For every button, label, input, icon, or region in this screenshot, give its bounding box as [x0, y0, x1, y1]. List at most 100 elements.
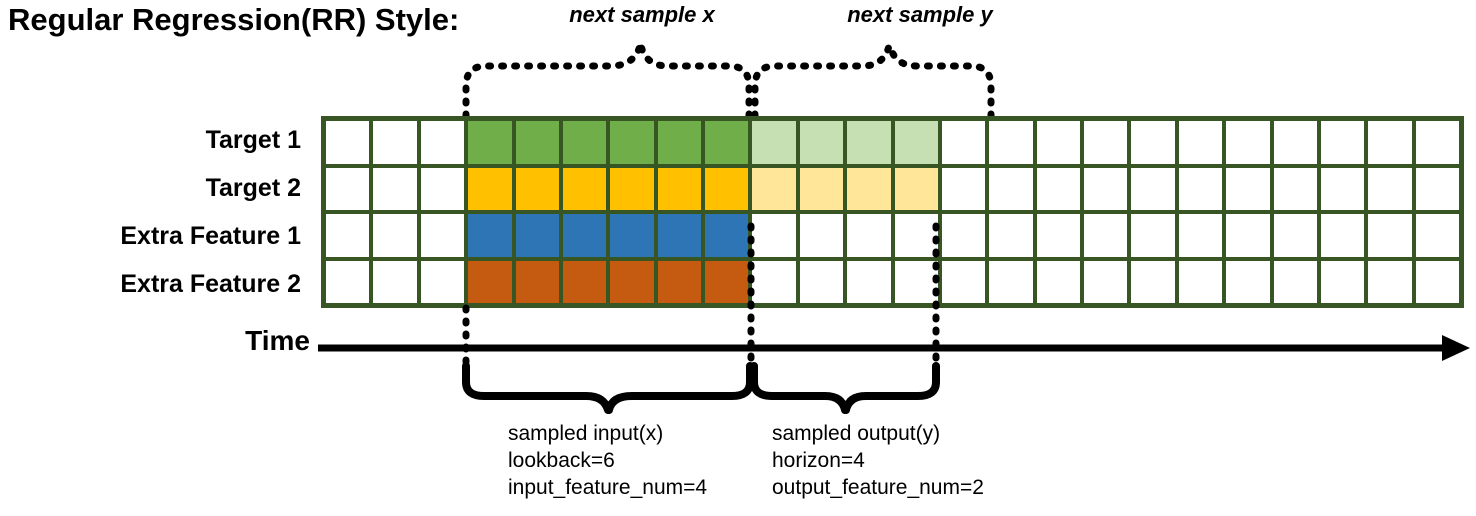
sampled-input-title: sampled input(x) — [508, 422, 664, 445]
grid-cell — [373, 121, 417, 164]
time-axis-label: Time — [245, 325, 310, 356]
grid-cell — [1036, 214, 1080, 257]
grid-cell — [941, 121, 986, 164]
grid-cell — [1131, 167, 1175, 210]
grid-cell — [847, 260, 891, 303]
grid-cell — [326, 121, 370, 164]
grid-cell — [894, 167, 938, 210]
grid-cell — [1084, 167, 1128, 210]
next-sample-x-label: next sample x — [569, 2, 715, 27]
grid-cell — [562, 260, 607, 303]
grid-cell — [1178, 214, 1223, 257]
row-label-extra-feature-1: Extra Feature 1 — [120, 222, 301, 250]
grid-cell — [1036, 167, 1080, 210]
grid-cell — [1084, 260, 1128, 303]
grid-cell — [1036, 121, 1080, 164]
grid-cell — [941, 260, 986, 303]
grid-cell — [562, 167, 607, 210]
row-label-target-2: Target 2 — [205, 174, 301, 202]
grid-cell — [941, 214, 986, 257]
grid-row-extra-feature-2 — [326, 260, 1459, 303]
timeseries-grid — [321, 116, 1464, 308]
grid-cell — [1368, 214, 1412, 257]
grid-cell — [1415, 214, 1459, 257]
grid-cell — [326, 214, 370, 257]
grid-cell — [468, 260, 512, 303]
grid-cell — [752, 260, 796, 303]
grid-cell — [1084, 214, 1128, 257]
grid-cell — [894, 121, 938, 164]
grid-cell — [420, 121, 465, 164]
grid-cell — [326, 260, 370, 303]
grid-cell — [752, 121, 796, 164]
grid-cell — [1036, 260, 1080, 303]
grid-row-extra-feature-1 — [326, 214, 1459, 257]
brace-next-y-left — [751, 42, 893, 120]
grid-cell — [705, 260, 749, 303]
grid-cell — [847, 214, 891, 257]
grid-cell — [705, 121, 749, 164]
grid-cell — [1178, 121, 1223, 164]
grid-cell — [657, 214, 701, 257]
grid-cell — [705, 167, 749, 210]
grid-cell — [1131, 260, 1175, 303]
grid-cell — [1415, 121, 1459, 164]
grid-cell — [515, 121, 559, 164]
grid-cell — [989, 121, 1033, 164]
page-title: Regular Regression(RR) Style: — [8, 2, 460, 37]
grid-cell — [373, 167, 417, 210]
grid-cell — [373, 214, 417, 257]
grid-cell — [705, 214, 749, 257]
grid-cell — [847, 121, 891, 164]
sampled-input-lookback: lookback=6 — [508, 449, 615, 472]
grid-cell — [610, 167, 654, 210]
grid-cell — [1084, 121, 1128, 164]
row-label-extra-feature-2: Extra Feature 2 — [120, 270, 301, 298]
row-label-target-1: Target 1 — [205, 126, 301, 154]
grid-cell — [515, 167, 559, 210]
brace-input-left — [462, 362, 612, 414]
grid-cell — [515, 214, 559, 257]
grid-cell — [1368, 167, 1412, 210]
grid-cell — [1368, 121, 1412, 164]
grid-row-target-1 — [326, 121, 1459, 164]
sampled-output-featnum: output_feature_num=2 — [772, 476, 984, 499]
grid-cell — [610, 214, 654, 257]
grid-cell — [420, 260, 465, 303]
grid-cell — [468, 121, 512, 164]
grid-cell — [1226, 167, 1270, 210]
grid-cell — [468, 214, 512, 257]
grid-row-target-2 — [326, 167, 1459, 210]
grid-cell — [420, 167, 465, 210]
grid-cell — [752, 167, 796, 210]
grid-cell — [468, 167, 512, 210]
grid-cell — [373, 260, 417, 303]
grid-cell — [657, 121, 701, 164]
grid-cell — [657, 167, 701, 210]
grid-cell — [1320, 260, 1365, 303]
grid-cell — [894, 260, 938, 303]
brace-input-right — [605, 362, 754, 414]
grid-cell — [1226, 214, 1270, 257]
grid-cell — [799, 214, 844, 257]
time-axis-arrow — [318, 335, 1470, 361]
brace-next-x-left — [462, 42, 644, 120]
brace-output-right — [842, 362, 940, 414]
grid-cell — [1273, 260, 1317, 303]
grid-cell — [1273, 214, 1317, 257]
grid-cell — [799, 121, 844, 164]
grid-cell — [989, 260, 1033, 303]
grid-cell — [562, 214, 607, 257]
grid-cell — [799, 260, 844, 303]
grid-cell — [562, 121, 607, 164]
sampled-output-horizon: horizon=4 — [772, 449, 865, 472]
grid-cell — [799, 167, 844, 210]
grid-cell — [1131, 214, 1175, 257]
grid-cell — [1131, 121, 1175, 164]
next-sample-y-label: next sample y — [847, 2, 993, 27]
grid-cell — [989, 167, 1033, 210]
grid-cell — [1226, 260, 1270, 303]
grid-cell — [657, 260, 701, 303]
grid-cell — [326, 167, 370, 210]
grid-cell — [847, 167, 891, 210]
